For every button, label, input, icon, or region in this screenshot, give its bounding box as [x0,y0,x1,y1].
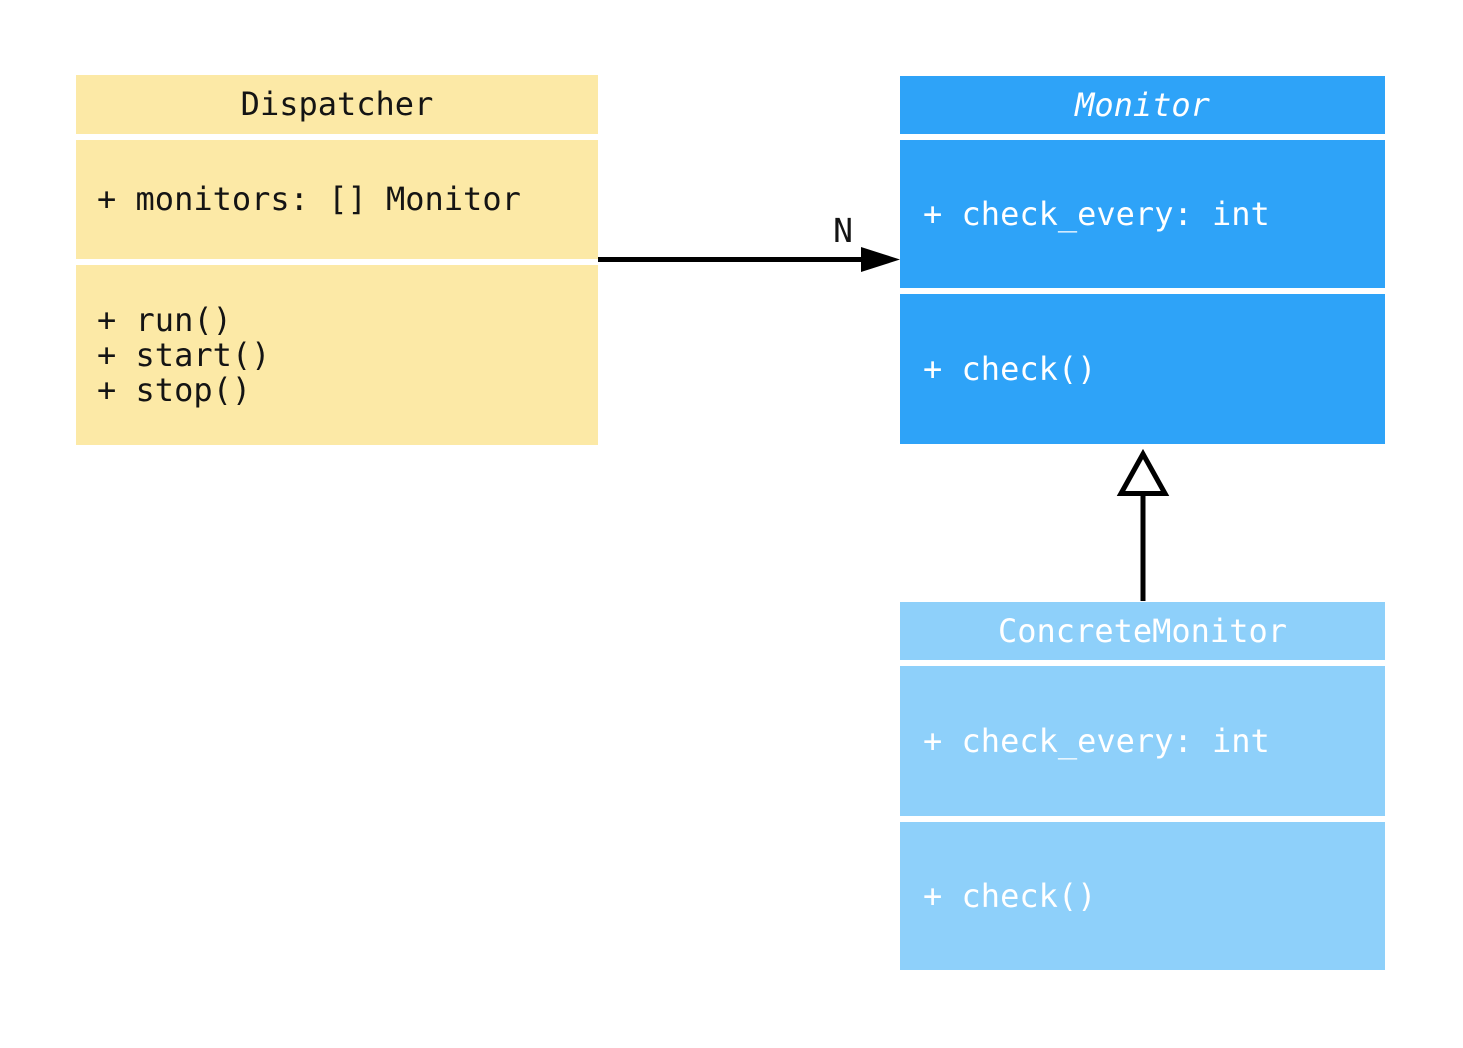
association-arrowhead-icon [861,247,900,272]
class-concretemonitor: ConcreteMonitor + check_every: int + che… [900,602,1385,970]
class-dispatcher-methods: + run() + start() + stop() [76,265,598,445]
method-label: + run() [97,300,232,339]
class-monitor-methods: + check() [900,294,1385,444]
class-concretemonitor-title: ConcreteMonitor [900,602,1385,660]
inheritance-concretemonitor-to-monitor [1116,448,1170,601]
class-concretemonitor-methods: + check() [900,822,1385,970]
association-multiplicity-label: N [833,211,853,250]
class-monitor-title: Monitor [900,76,1385,134]
class-dispatcher: Dispatcher + monitors: [] Monitor + run(… [76,75,598,445]
attribute-label: + check_every: int [923,721,1270,760]
class-dispatcher-attributes: + monitors: [] Monitor [76,140,598,259]
class-name-label: Monitor [1075,85,1210,124]
class-monitor: Monitor + check_every: int + check() [900,76,1385,444]
class-name-label: ConcreteMonitor [998,611,1287,650]
inheritance-triangle-icon [1116,448,1170,496]
method-label: + check() [923,349,1097,388]
method-label: + check() [923,876,1097,915]
class-monitor-attributes: + check_every: int [900,140,1385,288]
method-label: + stop() [97,370,252,409]
association-dispatcher-to-monitor: N [598,211,900,272]
class-name-label: Dispatcher [240,85,434,123]
attribute-label: + check_every: int [923,194,1270,233]
class-concretemonitor-attributes: + check_every: int [900,666,1385,816]
attribute-label: + monitors: [] Monitor [97,180,521,218]
method-label: + start() [97,335,271,374]
class-dispatcher-title: Dispatcher [76,75,598,134]
